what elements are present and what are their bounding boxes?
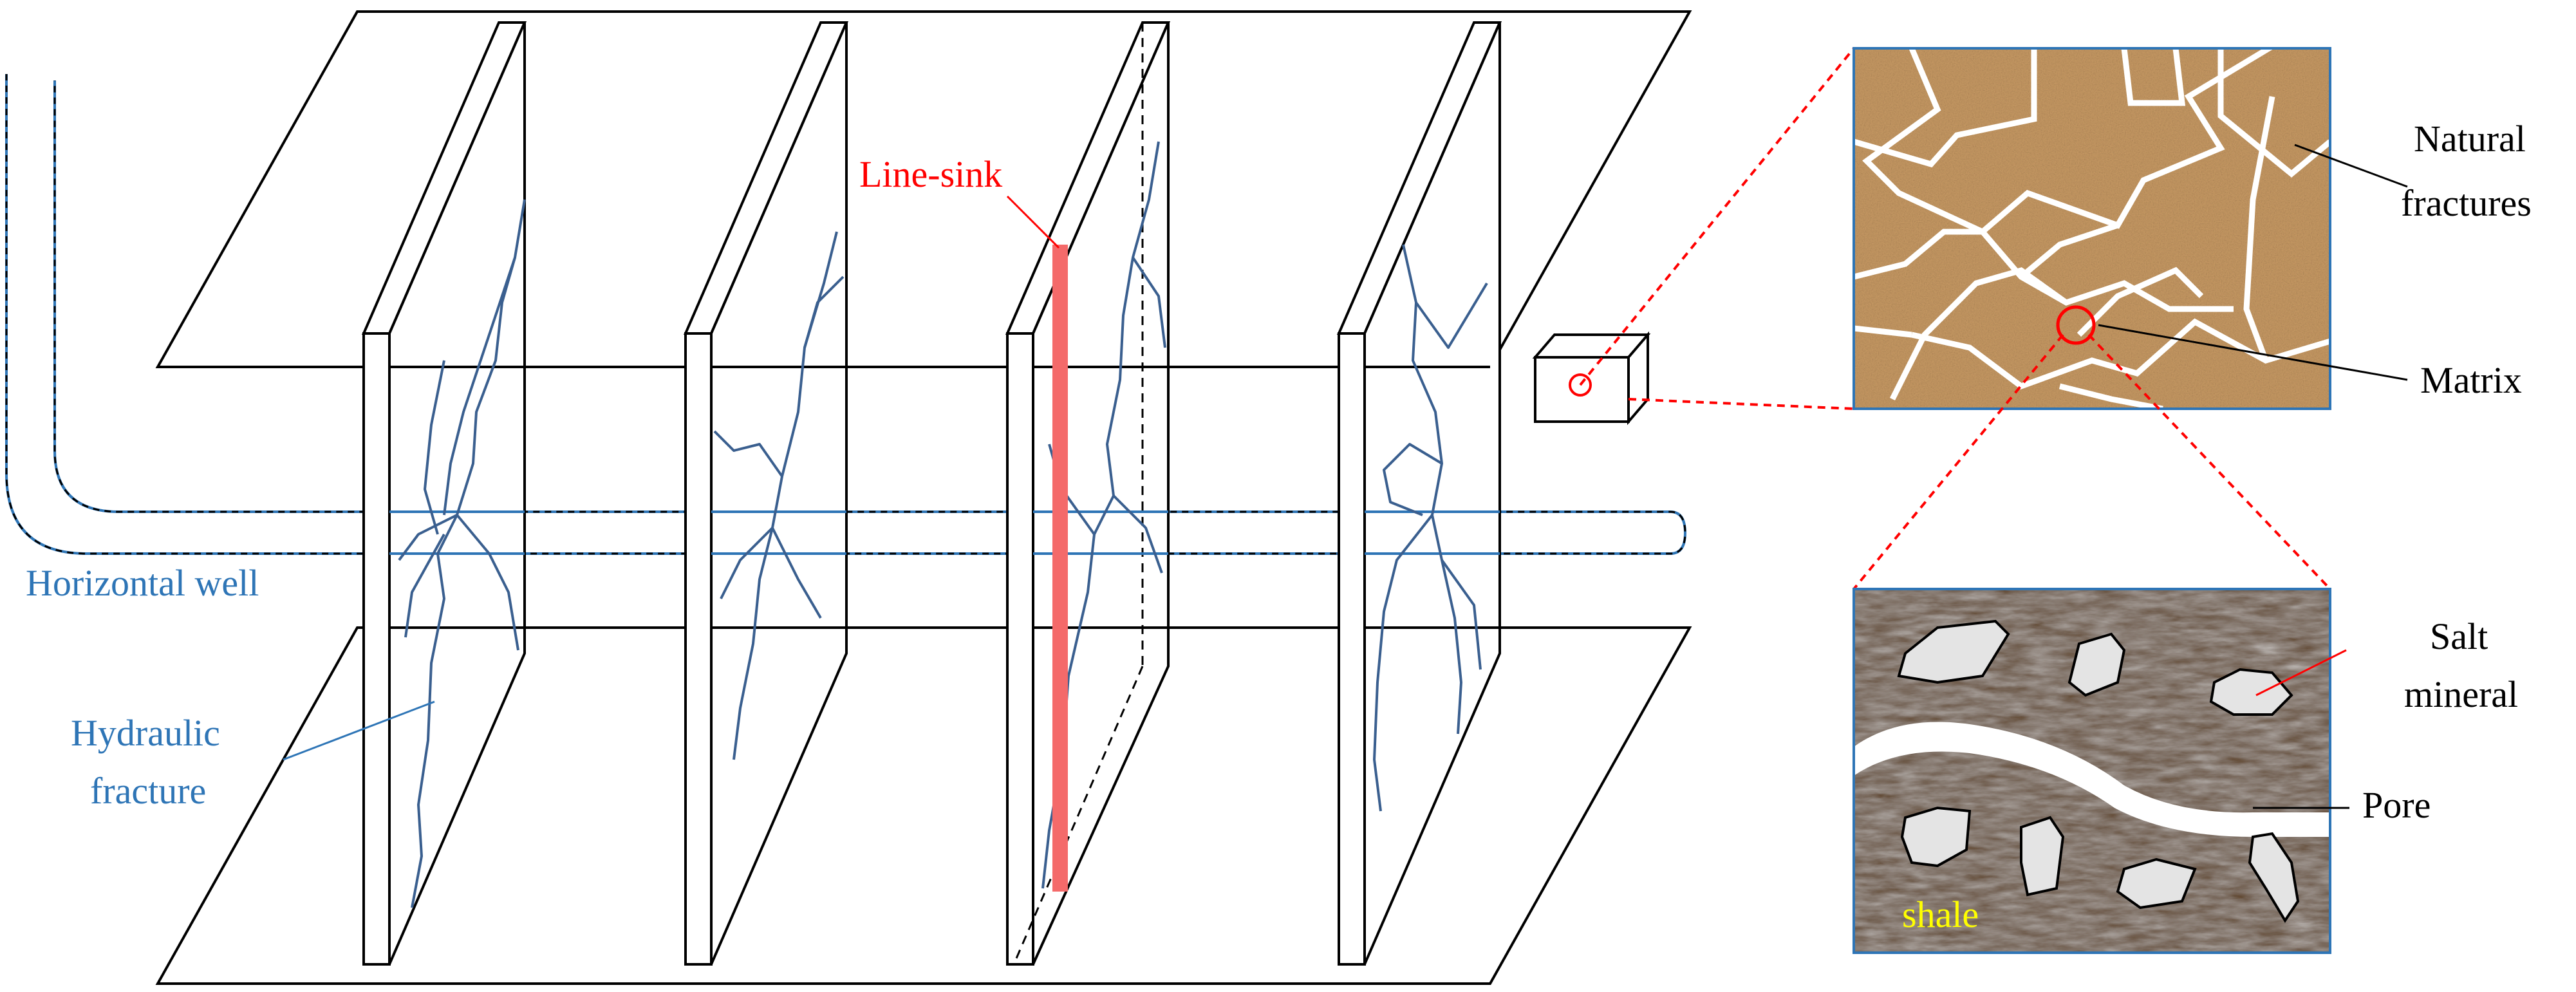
pore-label: Pore (2362, 784, 2431, 826)
zoom-callout-1 (1579, 47, 1855, 410)
leader-lines (283, 195, 1060, 761)
line-sink-bar (1052, 245, 1068, 892)
zoom-callout-2 (1853, 333, 2331, 590)
horizontal-well-overlay (389, 510, 1500, 555)
hydraulic-fracture-label-line2: fracture (90, 770, 206, 812)
hydraulic-fracture-label-line1: Hydraulic (71, 712, 220, 754)
sample-point-icon (1569, 373, 1592, 397)
shale-label: shale (1902, 894, 1979, 935)
matrix-label: Matrix (2420, 359, 2522, 401)
plane-edge-overlay (158, 366, 1690, 629)
rock-element-cube (1532, 331, 1651, 426)
salt-mineral-label-line1: Salt (2430, 615, 2488, 657)
right-leader-lines (2098, 144, 2408, 809)
natural-fractures-label-line1: Natural (2414, 118, 2526, 160)
salt-grains (1897, 619, 2300, 923)
matrix-inset (1853, 47, 2331, 410)
hydraulic-fracture-panel-4 (1336, 21, 1502, 966)
fracture-traces (398, 141, 1488, 908)
pore-channel (1854, 722, 2330, 837)
line-sink-label: Line-sink (859, 153, 1002, 195)
hydraulic-fracture-panel-2 (683, 21, 849, 966)
horizontal-well-label: Horizontal well (26, 562, 259, 604)
salt-mineral-label-line2: mineral (2404, 673, 2518, 715)
shale-inset: shale (1853, 588, 2331, 954)
hydraulic-fracture-panel-3 (1005, 21, 1171, 966)
matrix-zoom-circle-icon (2056, 305, 2096, 345)
horizontal-well (5, 74, 1687, 555)
natural-fractures-label-line2: fractures (2401, 182, 2532, 224)
hydraulic-fracture-panel-1 (361, 21, 527, 966)
